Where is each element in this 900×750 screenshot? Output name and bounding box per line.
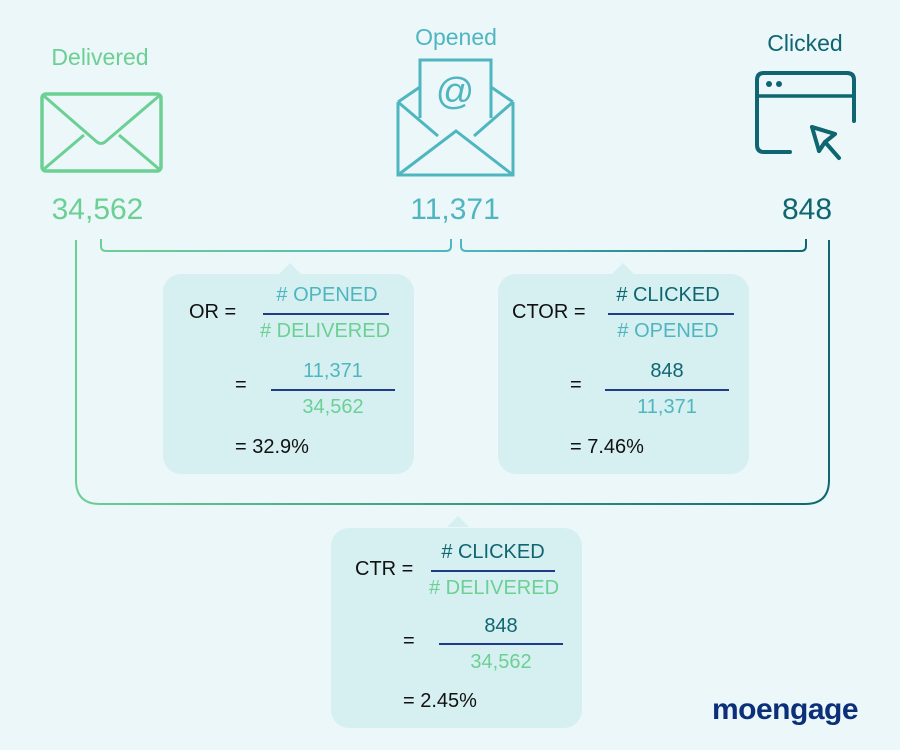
ctor-numerator-value: 848 — [650, 360, 684, 382]
ctor-numerator-text: # CLICKED — [616, 284, 720, 306]
envelope-icon — [40, 92, 163, 173]
ctr-fraction-line — [431, 570, 555, 572]
ctor-equals: = — [570, 374, 582, 396]
ctr-numerator-text: # CLICKED — [441, 541, 545, 563]
or-result: = 32.9% — [235, 436, 309, 458]
ctr-denominator-value: 34,562 — [470, 651, 532, 673]
stage-value-clicked: 848 — [781, 193, 833, 226]
or-numerator-value: 11,371 — [303, 360, 363, 382]
ctr-denominator-text: # DELIVERED — [428, 577, 560, 599]
or-equals: = — [235, 374, 247, 396]
browser-cursor-icon — [755, 71, 856, 160]
ctr-equals: = — [403, 630, 415, 652]
stage-value-opened: 11,371 — [410, 193, 500, 226]
or-denominator-value: 34,562 — [302, 396, 364, 418]
stage-label-opened: Opened — [415, 24, 497, 50]
ctr-formula-box: CTR = # CLICKED # DELIVERED = 848 34,562… — [331, 528, 582, 728]
or-denominator-text: # DELIVERED — [259, 320, 391, 342]
or-numerator-text: # OPENED — [276, 284, 378, 306]
stage-value-delivered: 34,562 — [51, 193, 144, 226]
ctr-value-line — [439, 643, 563, 645]
ctr-result: = 2.45% — [403, 690, 477, 712]
stage-label-clicked: Clicked — [767, 30, 843, 56]
ctor-denominator-text: # OPENED — [617, 320, 719, 342]
ctr-label: CTR = — [355, 558, 414, 580]
or-label: OR = — [189, 301, 237, 323]
ctor-formula-box: CTOR = # CLICKED # OPENED = 848 11,371 =… — [498, 274, 749, 474]
or-box-notch — [279, 263, 301, 274]
svg-text:@: @ — [436, 71, 475, 113]
ctor-denominator-value: 11,371 — [637, 396, 697, 418]
stage-label-delivered: Delivered — [51, 44, 149, 70]
ctor-box-notch — [612, 263, 634, 274]
or-formula-box: OR = # OPENED # DELIVERED = 11,371 34,56… — [163, 274, 414, 474]
ctor-value-line — [605, 389, 729, 391]
ctr-numerator-value: 848 — [484, 615, 518, 637]
ctor-fraction-line — [608, 313, 734, 315]
moengage-logo: moengage — [712, 693, 859, 726]
open-envelope-at-icon: @ — [396, 58, 515, 177]
or-fraction-line — [263, 313, 389, 315]
ctor-result: = 7.46% — [570, 436, 644, 458]
ctor-label: CTOR = — [512, 301, 586, 323]
ctr-box-notch — [447, 516, 469, 527]
or-value-line — [271, 389, 395, 391]
